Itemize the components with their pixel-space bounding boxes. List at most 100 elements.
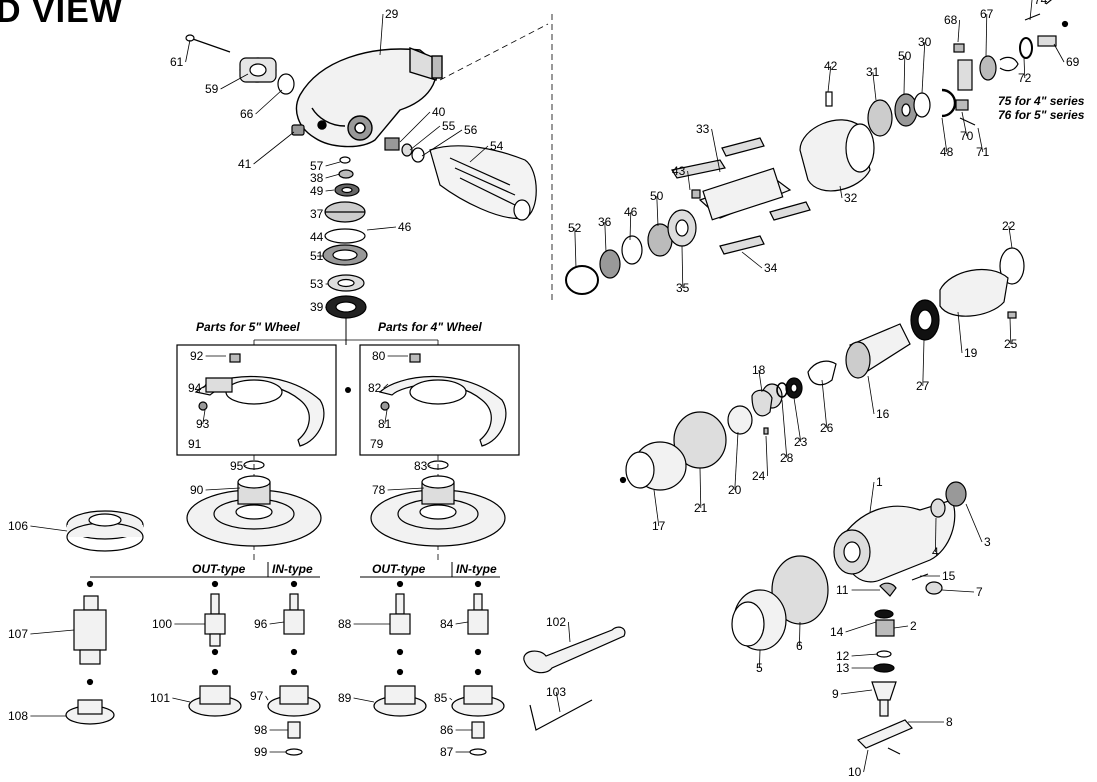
leader-line-90 (205, 487, 241, 491)
leader-line-12 (851, 653, 879, 657)
part-number-83: 83 (414, 459, 428, 473)
leader-line-59 (220, 73, 249, 90)
leader-line-50 (656, 195, 659, 227)
part-number-80: 80 (372, 349, 386, 363)
part-number-68: 68 (944, 13, 958, 27)
leader-line-27 (922, 339, 925, 387)
part-number-78: 78 (372, 483, 386, 497)
part-number-36: 36 (598, 215, 612, 229)
leader-line-44 (324, 235, 326, 238)
part-number-71: 71 (976, 145, 990, 159)
leader-line-106 (30, 525, 68, 532)
leader-line-48 (941, 117, 948, 153)
part-number-19: 19 (964, 346, 978, 360)
leader-line-6 (799, 621, 801, 647)
part-number-70: 70 (960, 129, 974, 143)
leader-line-69 (1053, 43, 1065, 63)
part-number-74: 74 (1034, 0, 1048, 7)
leader-line-33 (711, 128, 721, 173)
leader-line-102 (568, 621, 571, 643)
angle-head-housing (295, 46, 443, 148)
part-number-86: 86 (440, 723, 454, 737)
leader-line-93 (202, 409, 206, 425)
housing-parts (619, 247, 1025, 491)
part-number-17: 17 (652, 519, 666, 533)
vanes-34 (671, 137, 811, 255)
leader-line-74 (1029, 0, 1033, 21)
spindle-bearing-stack (322, 156, 368, 345)
part-number-18: 18 (752, 363, 766, 377)
leader-line-38 (325, 173, 341, 179)
part-number-8: 8 (946, 715, 953, 729)
leader-line-68 (957, 19, 960, 43)
part-number-50: 50 (650, 189, 664, 203)
part-number-59: 59 (205, 82, 219, 96)
leader-line-32 (839, 185, 843, 199)
part-number-82: 82 (368, 381, 382, 395)
connector-dot (345, 387, 351, 393)
part-number-27: 27 (916, 379, 930, 393)
part-number-12: 12 (836, 649, 850, 663)
part-number-96: 96 (254, 617, 268, 631)
part-number-43: 43 (672, 164, 686, 178)
type-label-out-5: OUT-type (192, 562, 246, 576)
leader-line-31 (872, 71, 877, 101)
leader-line-82 (383, 383, 389, 389)
washer-66 (277, 73, 295, 95)
leader-line-16 (867, 375, 875, 415)
type-label-in-5: IN-type (272, 562, 313, 576)
group-label-4-inch: Parts for 4" Wheel (378, 320, 482, 334)
part-number-2: 2 (910, 619, 917, 633)
part-number-51: 51 (310, 249, 324, 263)
part-number-15: 15 (942, 569, 956, 583)
leader-line-34 (741, 251, 763, 269)
part-number-6: 6 (796, 639, 803, 653)
part-number-37: 37 (310, 207, 324, 221)
wrench-102 (523, 626, 626, 674)
backing-pad-4-inch (370, 460, 506, 547)
part-number-103: 103 (546, 685, 566, 699)
leader-line-94 (203, 383, 207, 389)
leader-line-23 (793, 397, 802, 443)
leader-line-25 (1009, 317, 1012, 345)
leader-line-19 (957, 311, 963, 354)
leader-line-29 (379, 13, 384, 56)
part-number-84: 84 (440, 617, 454, 631)
part-number-46: 46 (624, 205, 638, 219)
part-number-93: 93 (196, 417, 210, 431)
part-number-50: 50 (898, 49, 912, 63)
leader-line-89 (353, 697, 375, 703)
leader-line-42 (827, 65, 832, 93)
part-number-10: 10 (848, 765, 862, 779)
front-plate-parts (565, 189, 701, 295)
leader-line-36 (604, 221, 607, 253)
part-number-3: 3 (984, 535, 991, 549)
part-number-7: 7 (976, 585, 983, 599)
group-label-5-inch: Parts for 5" Wheel (196, 320, 300, 334)
part-number-24: 24 (752, 469, 766, 483)
guard-box-4-inch (359, 344, 520, 456)
part-number-14: 14 (830, 625, 844, 639)
part-number-97: 97 (250, 689, 264, 703)
leader-line-22 (1008, 225, 1013, 249)
part-number-23: 23 (794, 435, 808, 449)
leader-line-2 (893, 625, 909, 629)
leader-line-66 (255, 89, 283, 115)
leader-line-71 (977, 127, 984, 153)
flange-106 (66, 510, 144, 552)
hex-key-103 (529, 699, 593, 731)
part-number-55: 55 (442, 119, 456, 133)
leader-line-17 (653, 489, 660, 527)
leader-line-103 (555, 691, 561, 713)
part-number-44: 44 (310, 230, 324, 244)
leader-line-4 (935, 517, 937, 553)
part-number-69: 69 (1066, 55, 1080, 69)
part-number-32: 32 (844, 191, 858, 205)
cylinder-32 (799, 119, 875, 192)
leader-line-21 (699, 467, 702, 509)
part-number-106: 106 (8, 519, 28, 533)
part-number-31: 31 (866, 65, 880, 79)
part-number-35: 35 (676, 281, 690, 295)
part-number-101: 101 (150, 691, 170, 705)
part-number-28: 28 (780, 451, 794, 465)
